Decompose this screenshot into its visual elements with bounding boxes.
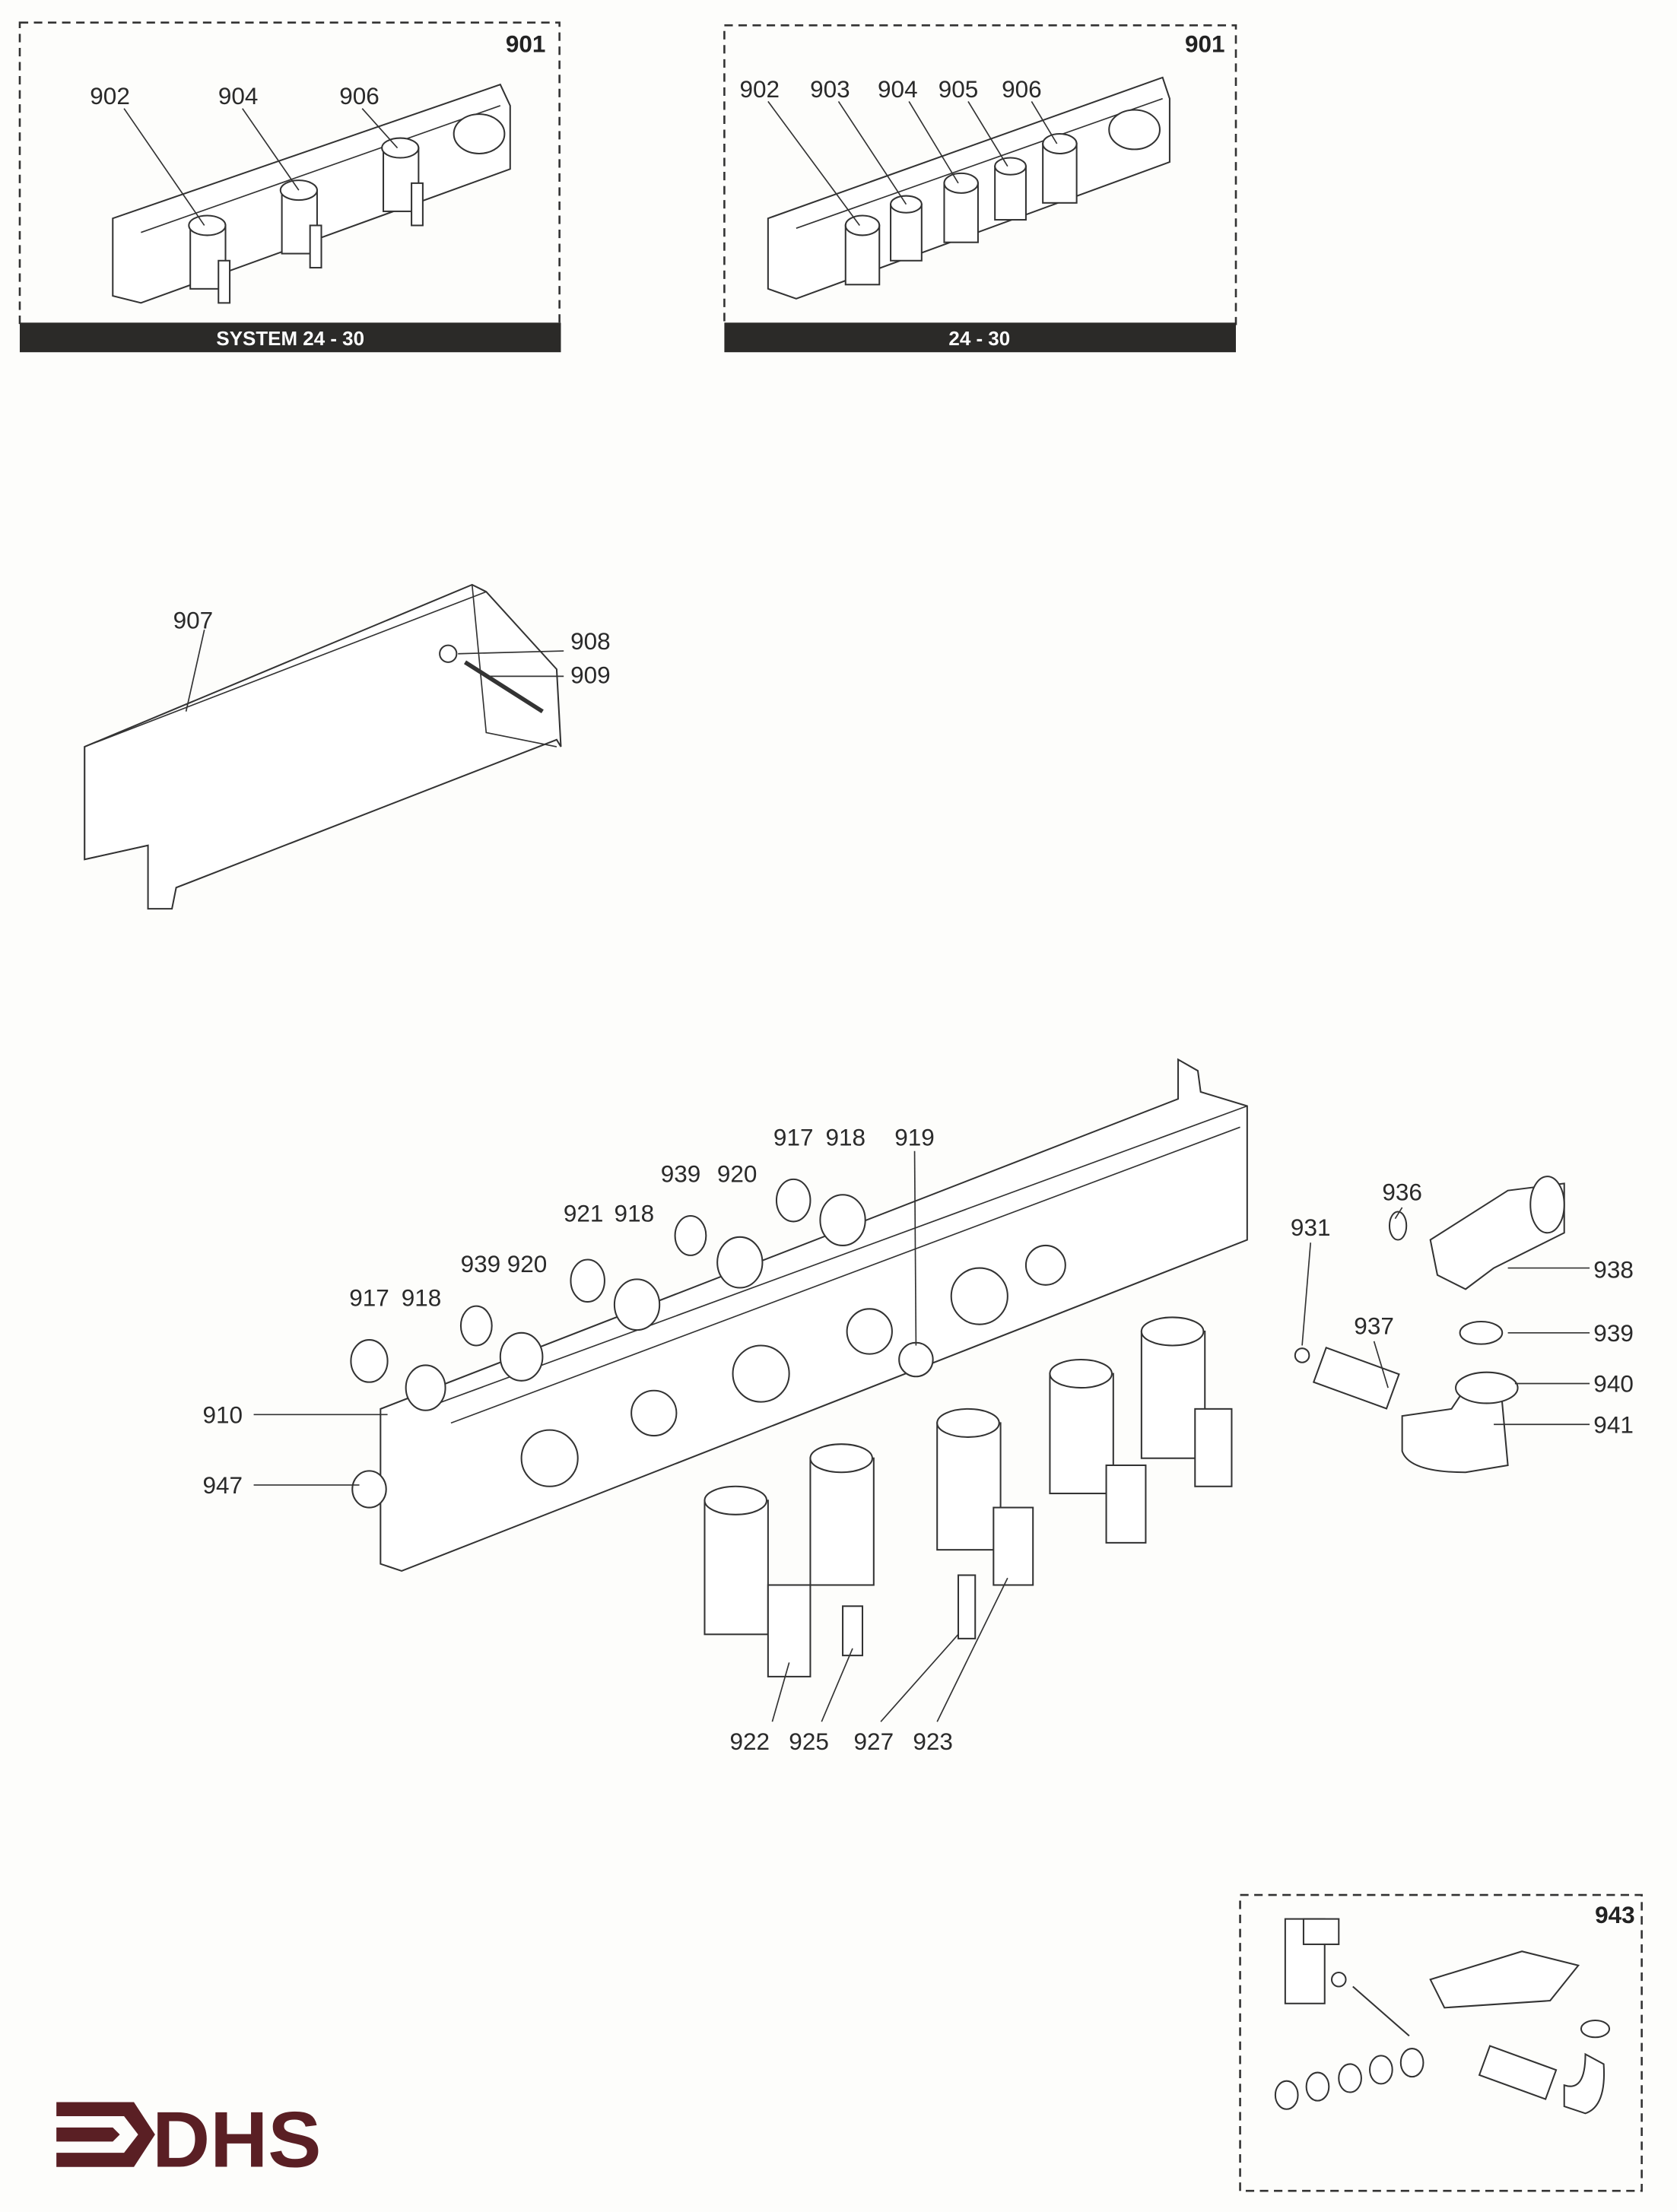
dhs-logo: DHS xyxy=(56,2096,321,2184)
part-number-label: 904 xyxy=(878,75,918,103)
part-number-label: 936 xyxy=(1382,1179,1422,1206)
inset-system-24-30: SYSTEM 24 - 30 901 xyxy=(18,21,561,353)
kit-number: 943 xyxy=(1595,1901,1635,1928)
part-number-label: 905 xyxy=(939,75,979,103)
part-number-label: 925 xyxy=(789,1728,829,1755)
part-number-label: 909 xyxy=(570,662,611,689)
part-number-label: 941 xyxy=(1593,1411,1634,1438)
part-number-label: 918 xyxy=(825,1123,865,1150)
part-number-label: 938 xyxy=(1593,1256,1634,1284)
part-number-label: 919 xyxy=(894,1123,935,1150)
part-number-label: 917 xyxy=(773,1123,814,1150)
part-number-label: 927 xyxy=(854,1728,894,1755)
part-number-label: 947 xyxy=(203,1471,243,1499)
part-number-label: 908 xyxy=(570,627,611,655)
part-number-label: 939 xyxy=(461,1250,501,1277)
part-number-label: 902 xyxy=(739,75,780,103)
caption: 24 - 30 xyxy=(948,328,1010,350)
part-number-label: 918 xyxy=(615,1199,655,1227)
part-number-label: 910 xyxy=(203,1401,243,1428)
part-number-label: 917 xyxy=(349,1284,389,1312)
kit-number: 901 xyxy=(506,30,546,58)
kit-number: 901 xyxy=(1185,30,1225,58)
part-number-label: 937 xyxy=(1354,1312,1394,1340)
part-number-label: 906 xyxy=(1002,75,1042,103)
caption: SYSTEM 24 - 30 xyxy=(216,328,364,350)
caption-bar xyxy=(724,322,1237,353)
manifold-illustration xyxy=(112,83,511,304)
part-number-label: 906 xyxy=(339,82,380,109)
part-number-label: 902 xyxy=(90,82,130,109)
part-number-label: 904 xyxy=(218,82,259,109)
part-number-label: 907 xyxy=(173,606,214,633)
manifold-illustration xyxy=(767,76,1170,300)
part-number-label: 923 xyxy=(913,1728,953,1755)
part-number-label: 920 xyxy=(507,1250,548,1277)
part-number-label: 918 xyxy=(402,1284,442,1312)
kit-943: 943 xyxy=(1239,1893,1643,2192)
part-number-label: 939 xyxy=(661,1160,701,1188)
part-number-label: 939 xyxy=(1593,1319,1634,1347)
main-manifold-assembly xyxy=(253,1058,1590,1722)
part-number-label: 920 xyxy=(717,1160,758,1188)
part-number-label: 921 xyxy=(564,1199,604,1227)
part-number-label: 922 xyxy=(730,1728,770,1755)
wall-bracket xyxy=(84,583,564,910)
caption-bar xyxy=(19,322,561,353)
part-number-label: 940 xyxy=(1593,1370,1634,1398)
part-number-label: 903 xyxy=(810,75,850,103)
inset-combi-24-30: 24 - 30 901 xyxy=(723,24,1237,353)
part-number-label: 931 xyxy=(1291,1214,1331,1241)
logo-text: DHS xyxy=(152,2096,321,2184)
